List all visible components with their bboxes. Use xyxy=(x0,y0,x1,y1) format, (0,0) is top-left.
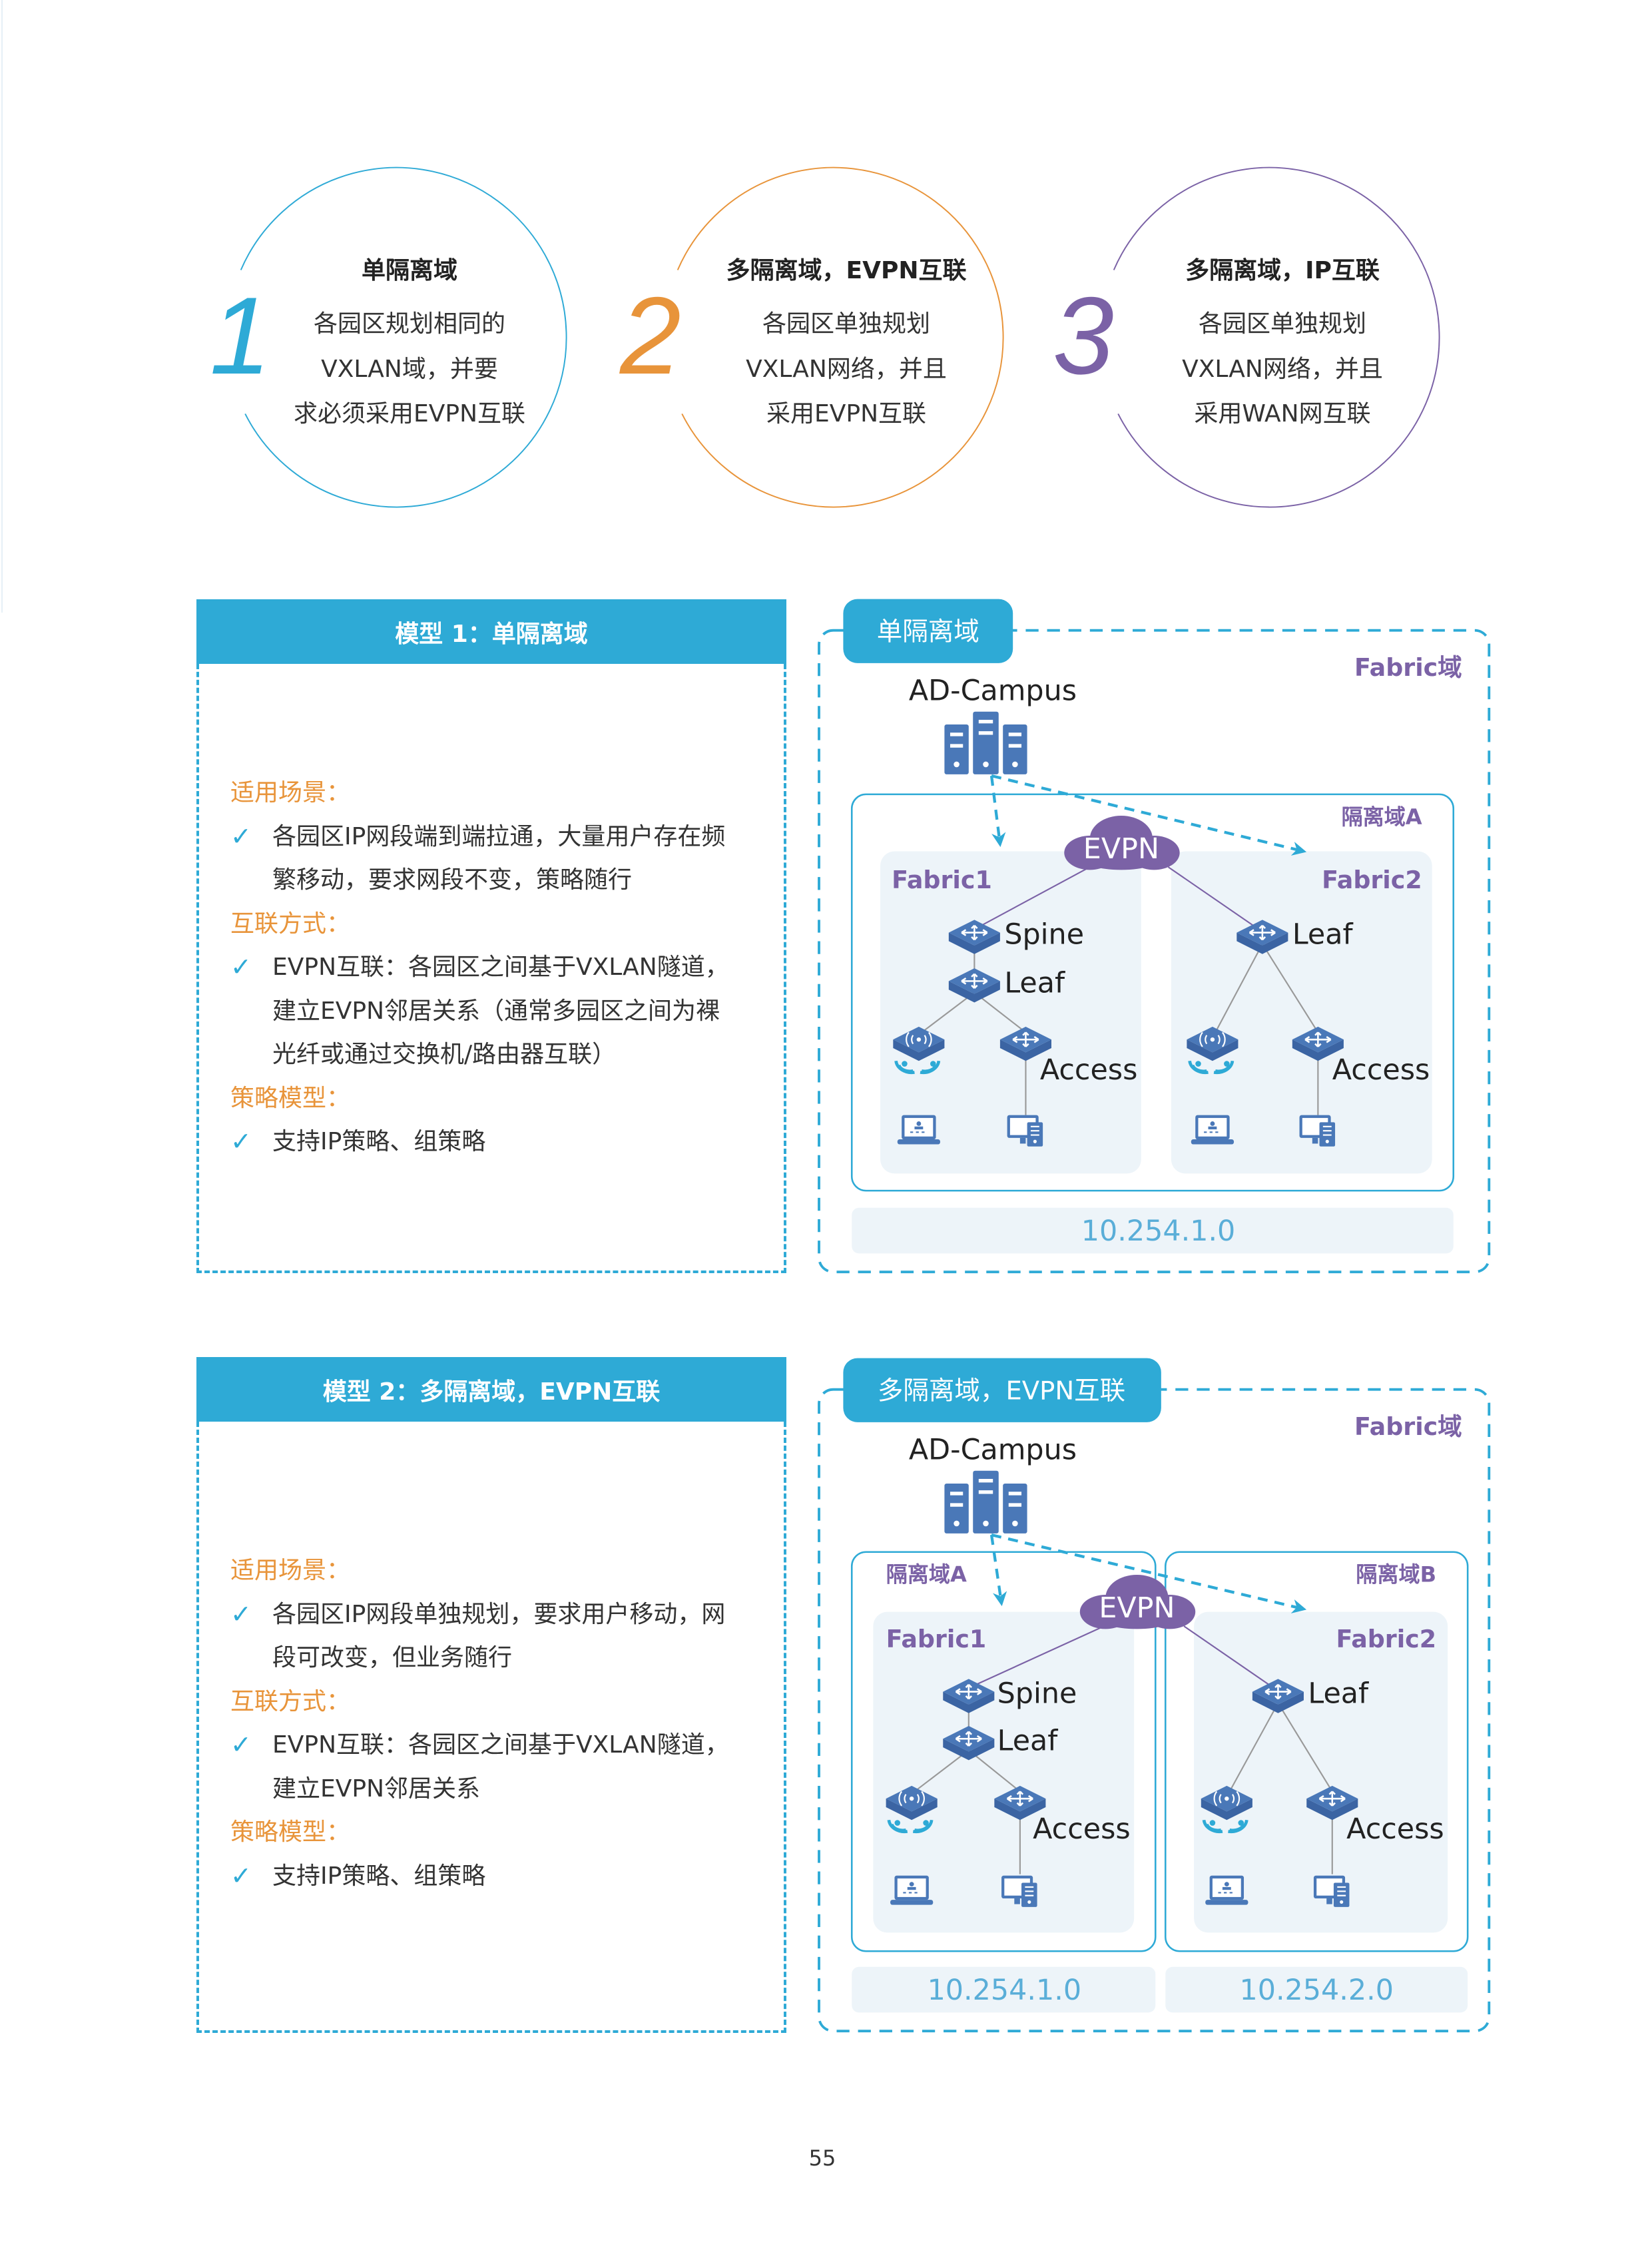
check-icon: ✓ xyxy=(230,1860,252,1890)
list-item: ✓EVPN互联：各园区之间基于VXLAN隧道， xyxy=(230,1723,776,1767)
laptop-icon xyxy=(1205,1874,1249,1906)
subnet-bar xyxy=(852,1207,1454,1254)
model-1-header: 模型 1：单隔离域 xyxy=(196,599,786,664)
controller-label: AD-Campus xyxy=(909,1434,1077,1467)
spine-label: Spine xyxy=(1004,918,1084,952)
option-line: 各园区规划相同的 xyxy=(313,310,505,338)
option-line: VXLAN域，并要 xyxy=(321,356,498,383)
option-title: 多隔离域，EVPN互联 xyxy=(726,257,967,284)
check-icon: ✓ xyxy=(230,821,252,851)
option-line: VXLAN网络，并且 xyxy=(746,356,947,383)
list-item-cont: 建立EVPN邻居关系 xyxy=(272,1775,481,1803)
fabric1-panel xyxy=(880,851,1141,1174)
check-icon: ✓ xyxy=(230,1730,252,1759)
option-circle-2: 2 多隔离域，EVPN互联 各园区单独规划 VXLAN网络，并且 采用EVPN互… xyxy=(620,158,1013,517)
list-item: ✓EVPN互联：各园区之间基于VXLAN隧道， xyxy=(230,946,776,989)
check-icon: ✓ xyxy=(230,1127,252,1156)
option-title: 单隔离域 xyxy=(361,257,457,284)
control-arrow xyxy=(991,1533,1307,1613)
control-arrow xyxy=(991,774,1307,856)
list-item-cont: 建立EVPN邻居关系（通常多园区之间为裸 xyxy=(272,997,720,1025)
subnet-label: 10.254.2.0 xyxy=(1239,1974,1394,2007)
isolation-domain-b-label: 隔离域B xyxy=(1356,1562,1436,1587)
model-1-body: 适用场景： ✓各园区IP网段端到端拉通，大量用户存在频 繁移动，要求网段不变，策… xyxy=(230,771,776,1164)
model-2-panel xyxy=(196,1422,786,2033)
laptop-icon xyxy=(896,1114,942,1145)
section-label: 策略模型： xyxy=(230,1819,351,1846)
isolation-domain-a-label: 隔离域A xyxy=(886,1562,967,1587)
evpn-label: EVPN xyxy=(1083,832,1159,866)
controller-label: AD-Campus xyxy=(909,675,1077,708)
fabric-domain-label: Fabric域 xyxy=(1354,653,1462,682)
model-2-diagram: 多隔离域，EVPN互联 Fabric域 AD-Campus 隔离域A 隔离域B … xyxy=(818,1358,1491,2033)
list-item-cont: 繁移动，要求网段不变，策略随行 xyxy=(272,866,633,894)
option-line: VXLAN网络，并且 xyxy=(1182,356,1383,383)
leaf-label: Leaf xyxy=(1004,967,1065,1000)
leaf-label: Leaf xyxy=(1308,1677,1369,1711)
option-line: 求必须采用EVPN互联 xyxy=(293,400,525,427)
subnet-label: 10.254.1.0 xyxy=(928,1974,1082,2007)
option-line: 采用WAN网互联 xyxy=(1194,400,1371,427)
check-icon: ✓ xyxy=(230,1599,252,1629)
option-number: 3 xyxy=(1053,274,1114,397)
check-icon: ✓ xyxy=(230,952,252,981)
fabric1-panel xyxy=(873,1611,1135,1933)
list-item: ✓支持IP策略、组策略 xyxy=(230,1854,776,1898)
list-item: ✓支持IP策略、组策略 xyxy=(230,1120,776,1164)
model-2-header: 模型 2：多隔离域，EVPN互联 xyxy=(196,1357,786,1422)
option-number: 1 xyxy=(210,274,271,397)
option-line: 采用EVPN互联 xyxy=(766,400,926,427)
option-line: 各园区单独规划 xyxy=(1198,310,1366,338)
fabric2-label: Fabric2 xyxy=(1322,866,1422,894)
laptop-icon xyxy=(889,1874,934,1906)
diagram-tab-label: 单隔离域 xyxy=(877,617,979,647)
option-circle-1: 1 单隔离域 各园区规划相同的 VXLAN域，并要 求必须采用EVPN互联 xyxy=(210,158,576,517)
page-number: 55 xyxy=(808,2145,836,2171)
section-label: 互联方式： xyxy=(230,1687,351,1715)
access-label: Access xyxy=(1033,1813,1131,1846)
fabric1-label: Fabric1 xyxy=(892,866,992,894)
isolation-domain-label: 隔离域A xyxy=(1341,804,1422,830)
option-line: 各园区单独规划 xyxy=(762,310,930,338)
fabric2-panel xyxy=(1171,851,1432,1174)
laptop-icon xyxy=(1190,1114,1235,1145)
list-item-cont: 光纤或通过交换机/路由器互联） xyxy=(272,1041,617,1068)
evpn-label: EVPN xyxy=(1099,1591,1175,1625)
subnet-label: 10.254.1.0 xyxy=(1081,1215,1235,1248)
server-icon xyxy=(944,1471,1027,1534)
control-arrow xyxy=(989,1534,1007,1607)
fabric1-label: Fabric1 xyxy=(886,1625,987,1653)
access-label: Access xyxy=(1332,1053,1430,1087)
list-item: ✓各园区IP网段端到端拉通，大量用户存在频 xyxy=(230,815,776,859)
diagram-tab xyxy=(843,1358,1161,1422)
diagram-tab-label: 多隔离域，EVPN互联 xyxy=(878,1376,1125,1406)
fabric2-label: Fabric2 xyxy=(1336,1625,1436,1653)
fabric-domain-label: Fabric域 xyxy=(1354,1412,1462,1441)
model-1-diagram: 单隔离域 Fabric域 AD-Campus 隔离域A Fabric1 Fabr… xyxy=(818,599,1491,1274)
list-item: ✓各园区IP网段单独规划，要求用户移动，网 xyxy=(230,1593,776,1637)
section-label: 策略模型： xyxy=(230,1084,351,1112)
subnet-bar xyxy=(1165,1966,1468,2013)
section-label: 适用场景： xyxy=(230,779,351,806)
option-circle-3: 3 多隔离域，IP互联 各园区单独规划 VXLAN网络，并且 采用WAN网互联 xyxy=(1053,158,1449,517)
server-icon xyxy=(944,712,1027,774)
section-label: 适用场景： xyxy=(230,1557,351,1584)
control-arrow xyxy=(989,775,1006,848)
model-1-panel xyxy=(196,664,786,1273)
spine-label: Spine xyxy=(997,1677,1077,1711)
model-2-body: 适用场景： ✓各园区IP网段单独规划，要求用户移动，网 段可改变，但业务随行 互… xyxy=(230,1549,776,1898)
fabric-domain-border xyxy=(818,629,1491,1274)
list-item-cont: 段可改变，但业务随行 xyxy=(272,1644,513,1671)
option-title: 多隔离域，IP互联 xyxy=(1185,257,1380,284)
access-label: Access xyxy=(1346,1813,1444,1846)
subnet-bar xyxy=(852,1966,1156,2013)
option-number: 2 xyxy=(620,274,681,397)
access-label: Access xyxy=(1040,1053,1138,1087)
section-label: 互联方式： xyxy=(230,910,351,938)
diagram-tab xyxy=(843,599,1013,663)
leaf-label: Leaf xyxy=(997,1724,1059,1757)
leaf-label: Leaf xyxy=(1292,918,1354,952)
page-edge-line xyxy=(1,0,3,613)
